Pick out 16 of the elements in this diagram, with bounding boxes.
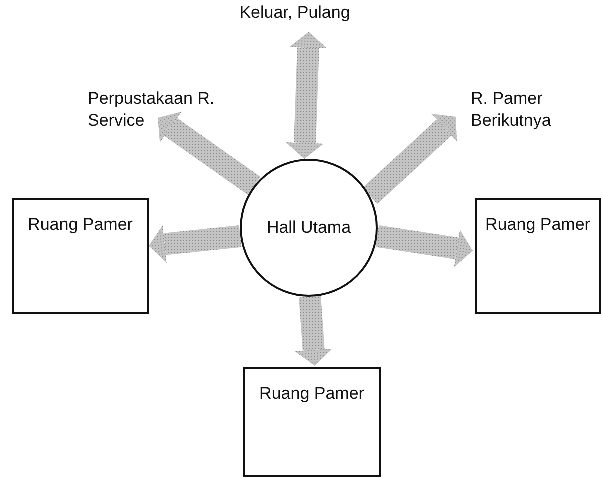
node-label: Ruang Pamer bbox=[258, 383, 366, 405]
node-label: Ruang Pamer bbox=[27, 214, 134, 236]
thick-arrow bbox=[158, 112, 261, 195]
node-label: Hall Utama bbox=[266, 217, 352, 239]
area-label: Keluar, Pulang bbox=[238, 2, 352, 24]
thick-arrow bbox=[149, 225, 242, 264]
node-label: Ruang Pamer bbox=[484, 214, 592, 236]
room-box bbox=[243, 367, 381, 477]
area-label: R. Pamer Berikutnya bbox=[471, 88, 552, 132]
area-label bbox=[475, 198, 601, 314]
thick-arrow bbox=[376, 226, 473, 268]
thick-arrow bbox=[294, 296, 333, 366]
thick-arrow bbox=[286, 32, 328, 160]
area-label: Perpustakaan R. Service bbox=[88, 88, 216, 132]
area-label bbox=[12, 198, 149, 314]
thick-arrow bbox=[362, 114, 458, 204]
